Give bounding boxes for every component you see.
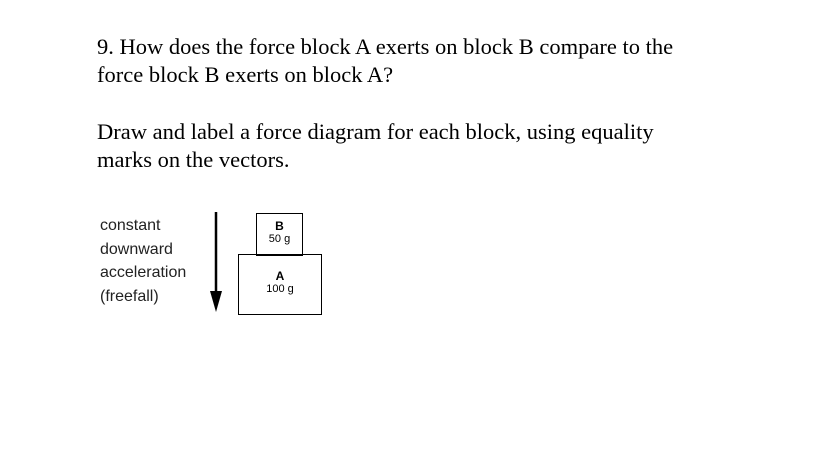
block-b-mass: 50 g <box>268 233 291 245</box>
block-a-name: A <box>275 269 285 283</box>
instruction-line-2: marks on the vectors. <box>97 147 290 172</box>
block-b-name: B <box>275 219 284 233</box>
label-line: constant <box>100 217 161 234</box>
question-line-1: 9. How does the force block A exerts on … <box>97 34 674 59</box>
downward-arrow-icon <box>210 212 222 312</box>
label-line: downward <box>100 240 173 258</box>
question-line-2: force block B exerts on block A? <box>97 62 394 87</box>
question-text: 9. How does the force block A exerts on … <box>97 33 673 89</box>
block-a-mass: 100 g <box>266 283 294 295</box>
acceleration-label: constant downward acceleration (freefall… <box>100 214 186 308</box>
instruction-line-1: Draw and label a force diagram for each … <box>97 119 654 144</box>
instruction-text: Draw and label a force diagram for each … <box>97 118 654 174</box>
label-line: (freefall) <box>100 287 159 305</box>
block-a: A 100 g <box>238 254 322 315</box>
label-line: acceleration <box>100 264 187 281</box>
block-b: B 50 g <box>256 213 303 256</box>
